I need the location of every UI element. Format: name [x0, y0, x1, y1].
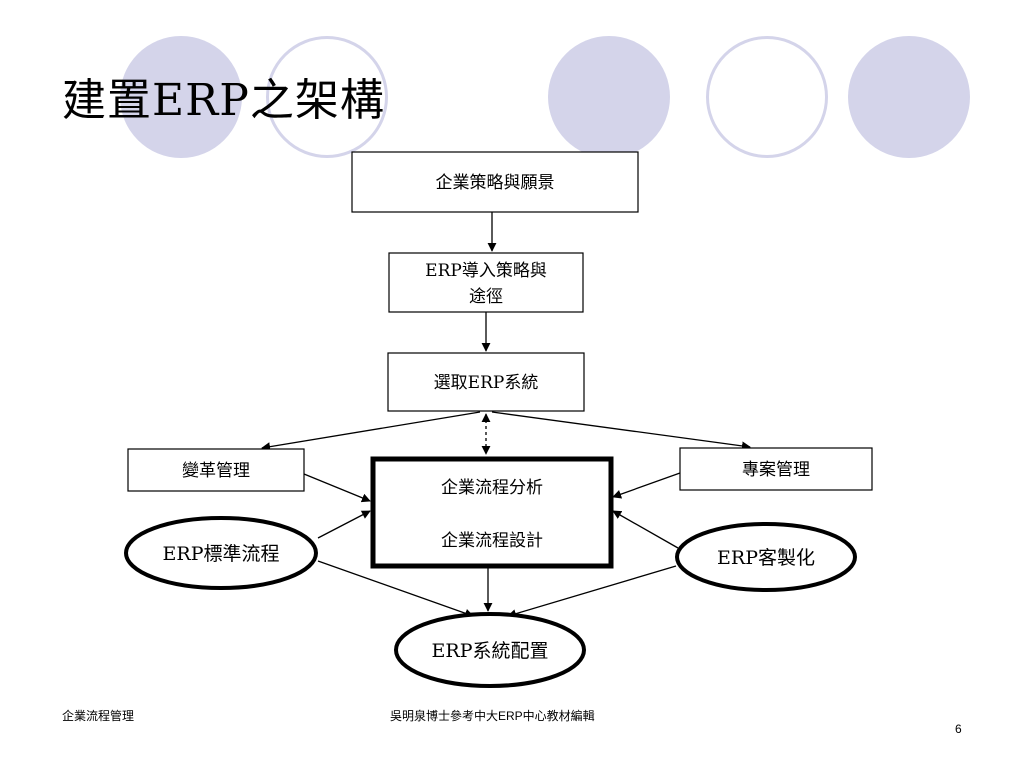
node-erp-standard: ERP標準流程 — [124, 516, 318, 590]
node-process-design-label: 企業流程設計 — [441, 531, 543, 551]
decor-circle-1 — [120, 36, 242, 158]
node-process-analysis-label: 企業流程分析 — [441, 478, 543, 498]
node-change-mgmt-label: 變革管理 — [182, 461, 250, 481]
decor-circle-4 — [706, 36, 828, 158]
edge-project-mgmt-to-process — [612, 472, 681, 499]
node-erp-custom-label: ERP客製化 — [717, 547, 815, 569]
edge-change-mgmt-to-process — [303, 473, 371, 503]
node-business-process: 企業流程分析 企業流程設計 — [370, 456, 614, 569]
node-erp-standard-label: ERP標準流程 — [163, 543, 280, 565]
node-strategy-vision-label: 企業策略與願景 — [436, 173, 555, 193]
node-erp-strategy-label-1: ERP導入策略與 — [425, 261, 547, 281]
decor-circle-2 — [266, 36, 388, 158]
node-project-mgmt-label: 專案管理 — [742, 460, 810, 480]
node-strategy-vision: 企業策略與願景 — [351, 151, 639, 213]
node-erp-custom: ERP客製化 — [675, 522, 857, 592]
node-erp-config: ERP系統配置 — [394, 612, 586, 688]
edge-erp-custom-to-config — [507, 565, 677, 619]
node-select-erp-label: 選取ERP系統 — [434, 373, 539, 393]
node-erp-strategy: ERP導入策略與 途徑 — [388, 252, 584, 313]
decor-circle-5 — [848, 36, 970, 158]
decor-circle-3 — [548, 36, 670, 158]
node-project-mgmt: 專案管理 — [679, 447, 873, 491]
node-erp-strategy-label-2: 途徑 — [469, 287, 503, 307]
edge-select-to-project-mgmt — [491, 411, 751, 451]
node-change-mgmt: 變革管理 — [127, 448, 305, 492]
edge-erp-custom-to-process — [612, 510, 679, 549]
edge-erp-standard-to-process — [317, 510, 371, 539]
node-select-erp: 選取ERP系統 — [387, 352, 585, 412]
edge-erp-standard-to-config — [317, 560, 474, 618]
page-number: 6 — [955, 722, 962, 736]
edge-select-to-change-mgmt — [261, 411, 481, 452]
footer-center: 吳明泉博士參考中大ERP中心教材編輯 — [390, 709, 595, 723]
footer-left: 企業流程管理 — [62, 709, 135, 723]
node-erp-config-label: ERP系統配置 — [432, 640, 549, 662]
slide-title: 建置ERP之架構 — [62, 75, 385, 126]
